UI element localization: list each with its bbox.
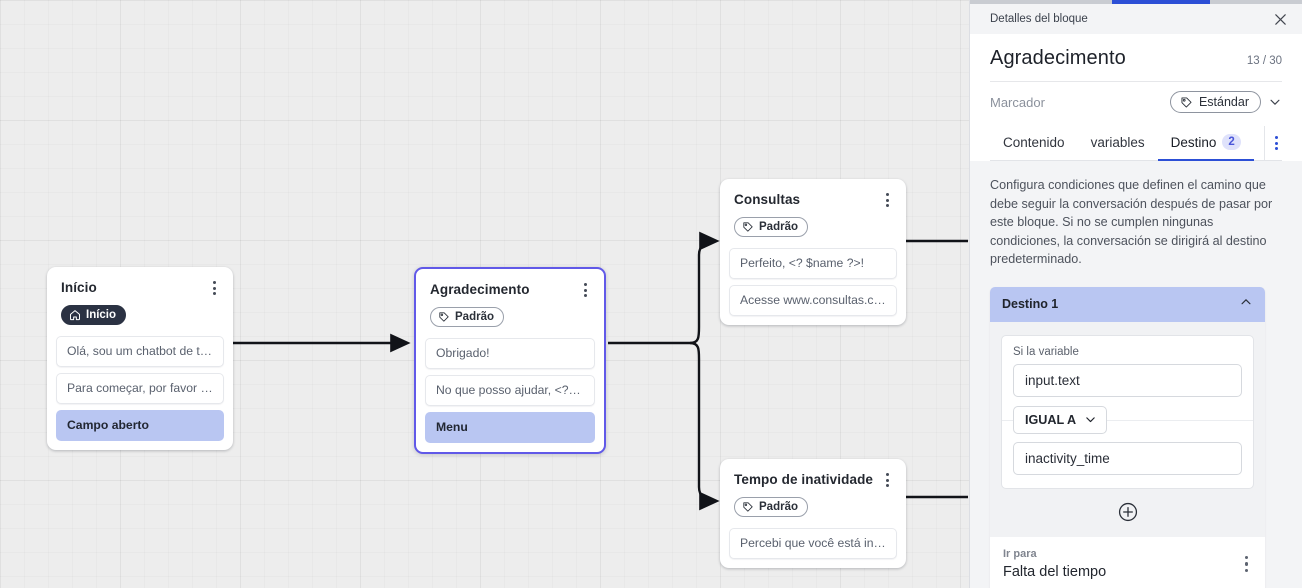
- operator-label: IGUAL A: [1025, 412, 1077, 427]
- flow-node-agradecimento[interactable]: Agradecimento Padrão Obrigado! No que po…: [414, 267, 606, 454]
- destination-goto[interactable]: Ir para Falta del tiempo: [990, 536, 1265, 588]
- node-header: Agradecimento Padrão: [416, 269, 604, 338]
- plus-circle-icon[interactable]: [1117, 501, 1139, 523]
- block-title-row: Agradecimento 13 / 30: [990, 34, 1282, 82]
- node-menu-button[interactable]: [879, 191, 895, 209]
- marker-value-pill[interactable]: Estándar: [1169, 91, 1261, 113]
- flow-node-inicio[interactable]: Início Início Olá, sou um chatbot de tes…: [47, 267, 233, 450]
- panel-tabs: Contenido variables Destino 2: [990, 122, 1282, 161]
- block-details-panel: Detalles del bloque Agradecimento 13 / 3…: [969, 0, 1302, 588]
- goto-text-group: Ir para Falta del tiempo: [1003, 547, 1106, 582]
- node-message[interactable]: Para começar, por favor digite o ...: [56, 373, 224, 404]
- chevron-down-icon[interactable]: [1268, 95, 1282, 109]
- node-badge[interactable]: Padrão: [430, 307, 504, 327]
- add-condition-row: [1001, 489, 1254, 525]
- node-title: Consultas: [734, 192, 801, 207]
- panel-header-title: Detalles del bloque: [990, 13, 1088, 25]
- destination-header[interactable]: Destino 1: [990, 286, 1265, 322]
- node-messages: Perfeito, <? $name ?>! Acesse www.consul…: [720, 248, 906, 325]
- goto-menu-button[interactable]: [1241, 552, 1253, 577]
- node-badge-label: Início: [86, 309, 117, 321]
- marker-value-label: Estándar: [1198, 95, 1249, 109]
- node-message[interactable]: Obrigado!: [425, 338, 595, 369]
- node-messages: Olá, sou um chatbot de teste! Para começ…: [47, 336, 233, 450]
- tab-contenido[interactable]: Contenido: [990, 128, 1078, 161]
- node-badge[interactable]: Padrão: [734, 217, 808, 237]
- marker-row: Marcador Estándar: [990, 82, 1282, 122]
- panel-content: Configura condiciones que definen el cam…: [970, 161, 1302, 588]
- node-message-highlight[interactable]: Menu: [425, 412, 595, 443]
- progress-track: [970, 0, 1302, 4]
- node-badge-row: Padrão: [734, 217, 892, 238]
- operator-select[interactable]: IGUAL A: [1013, 405, 1108, 434]
- goto-value: Falta del tiempo: [1003, 563, 1107, 580]
- flow-canvas[interactable]: Início Início Olá, sou um chatbot de tes…: [0, 0, 969, 588]
- marker-control: Estándar: [1169, 91, 1282, 113]
- tag-icon: [439, 312, 449, 322]
- condition-box: Si la variable IGUAL A: [1001, 334, 1254, 489]
- node-message[interactable]: No que posso ajudar, <? $name ...: [425, 375, 595, 406]
- node-header: Início Início: [47, 267, 233, 336]
- node-title: Agradecimento: [430, 282, 530, 297]
- destination-wrapper: Destino 1 Si la variable: [970, 286, 1302, 588]
- comparison-value-input[interactable]: [1013, 441, 1242, 475]
- tab-label: Destino: [1170, 134, 1217, 150]
- destination-header-title: Destino 1: [1002, 297, 1059, 311]
- node-badge-row: Padrão: [734, 497, 892, 518]
- tab-destino[interactable]: Destino 2: [1157, 127, 1254, 161]
- node-menu-button[interactable]: [879, 471, 895, 489]
- progress-fill: [1112, 0, 1210, 4]
- node-message[interactable]: Acesse www.consultas.com par...: [729, 285, 897, 316]
- destination-description: Configura condiciones que definen el cam…: [990, 178, 1273, 266]
- node-menu-button[interactable]: [577, 281, 593, 299]
- node-badge[interactable]: Padrão: [734, 497, 808, 517]
- close-icon[interactable]: [1270, 9, 1290, 29]
- tab-label: variables: [1090, 135, 1145, 150]
- panel-header: Detalles del bloque: [970, 4, 1302, 34]
- node-message-highlight[interactable]: Campo aberto: [56, 410, 224, 441]
- node-badge-label: Padrão: [455, 311, 494, 323]
- tag-icon: [743, 222, 753, 232]
- node-menu-button[interactable]: [206, 279, 222, 297]
- node-badge-row: Padrão: [430, 307, 590, 328]
- operator-row: IGUAL A: [1002, 405, 1253, 434]
- node-title: Tempo de inatividade: [734, 472, 874, 487]
- home-icon: [70, 310, 80, 321]
- node-badge-label: Padrão: [759, 501, 798, 513]
- node-header: Consultas Padrão: [720, 179, 906, 248]
- flow-node-consultas[interactable]: Consultas Padrão Perfeito, <? $name ?>! …: [720, 179, 906, 325]
- node-title: Início: [61, 280, 97, 295]
- node-badge-label: Padrão: [759, 221, 798, 233]
- node-messages: Percebi que você está inativo. C...: [720, 528, 906, 568]
- character-counter: 13 / 30: [1246, 55, 1282, 67]
- tag-icon: [1181, 96, 1192, 108]
- variable-input[interactable]: [1013, 363, 1242, 397]
- tab-label: Contenido: [1003, 135, 1065, 150]
- panel-top-section: Agradecimento 13 / 30 Marcador Estándar: [970, 34, 1302, 161]
- node-badge-row: Início: [61, 305, 219, 326]
- marker-label: Marcador: [990, 94, 1045, 110]
- node-messages: Obrigado! No que posso ajudar, <? $name …: [416, 338, 604, 452]
- destination-card: Destino 1 Si la variable: [990, 286, 1265, 588]
- tag-icon: [743, 502, 753, 512]
- tabs-overflow-button[interactable]: [1264, 126, 1282, 160]
- node-message[interactable]: Perfeito, <? $name ?>!: [729, 248, 897, 279]
- condition-label: Si la variable: [1013, 345, 1079, 358]
- chevron-down-icon: [1086, 417, 1095, 423]
- flow-node-tempo-de-inatividade[interactable]: Tempo de inatividade Padrão Percebi que …: [720, 459, 906, 568]
- goto-label: Ir para: [1003, 547, 1037, 560]
- node-header: Tempo de inatividade Padrão: [720, 459, 906, 528]
- page-title: Agradecimento: [990, 47, 1126, 69]
- chevron-up-icon[interactable]: [1239, 295, 1253, 314]
- status-badge: 2: [1222, 134, 1241, 150]
- node-message[interactable]: Olá, sou um chatbot de teste!: [56, 336, 224, 367]
- node-message[interactable]: Percebi que você está inativo. C...: [729, 528, 897, 559]
- destination-body: Si la variable IGUAL A: [990, 321, 1265, 537]
- tab-variables[interactable]: variables: [1078, 128, 1158, 161]
- node-badge[interactable]: Início: [61, 305, 127, 325]
